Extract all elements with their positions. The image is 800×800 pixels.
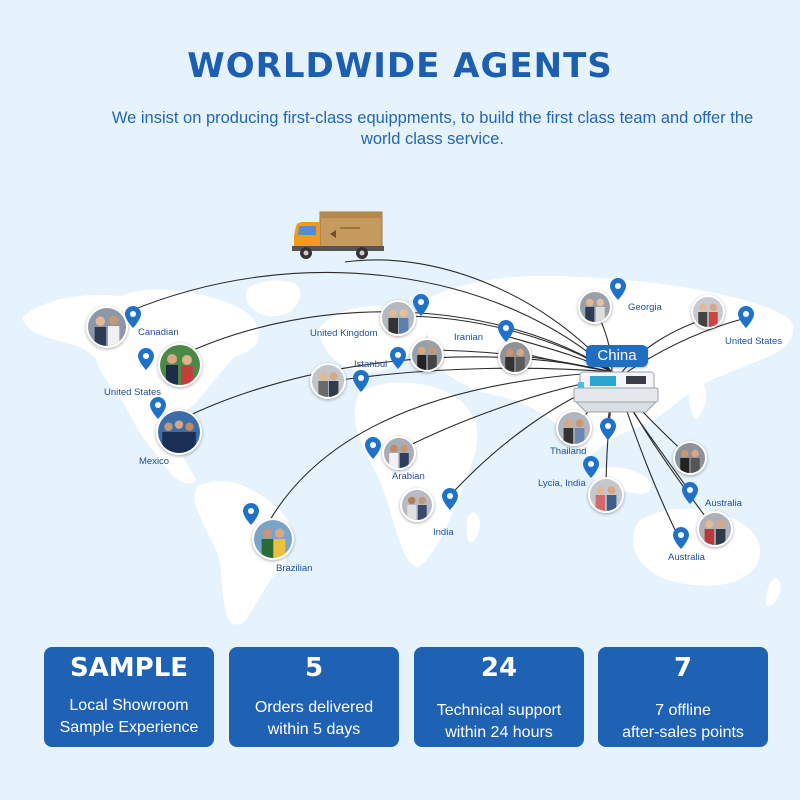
agent-photo xyxy=(588,477,624,513)
agent-photo xyxy=(310,363,346,399)
location-pin-icon[interactable] xyxy=(442,488,458,510)
location-label-mexico: Mexico xyxy=(139,456,170,467)
hub-label-china: China xyxy=(586,345,648,367)
location-label-istanbul: Istanbul xyxy=(354,359,388,370)
location-pin-icon[interactable] xyxy=(610,278,626,300)
agent-photo xyxy=(380,300,416,336)
agent-photo xyxy=(410,338,444,372)
location-pin-icon[interactable] xyxy=(682,482,698,504)
stat-card-sample: SAMPLE Local Showroom Sample Experience xyxy=(44,647,214,747)
stat-desc-line1: Technical support xyxy=(436,702,562,719)
stat-card-support: 24 Technical support within 24 hours xyxy=(414,647,584,747)
location-pin-icon[interactable] xyxy=(150,397,166,419)
arc-mexico xyxy=(179,356,613,421)
agent-photo xyxy=(158,343,202,387)
location-label-united-states-east: United States xyxy=(725,336,783,347)
arc-canadian xyxy=(127,271,613,373)
location-pin-icon[interactable] xyxy=(243,503,259,525)
continent-greenland xyxy=(246,280,301,317)
stat-card-after-sales: 7 7 offline after-sales points xyxy=(598,647,768,747)
location-pin-icon[interactable] xyxy=(583,456,599,478)
continent-australia xyxy=(633,508,761,586)
location-label-australia-east: Australia xyxy=(705,498,742,509)
continent-north-america xyxy=(22,289,259,484)
location-pin-icon[interactable] xyxy=(125,306,141,328)
location-label-iranian: Iranian xyxy=(454,332,484,343)
location-pin-icon[interactable] xyxy=(673,527,689,549)
agent-photo xyxy=(252,518,294,560)
location-pin-icon[interactable] xyxy=(498,320,514,342)
location-label-thailand: Thailand xyxy=(550,446,587,457)
stat-desc-line1: 7 offline xyxy=(655,702,711,719)
location-pin-icon[interactable] xyxy=(390,347,406,369)
stat-desc-line1: Local Showroom xyxy=(69,697,189,714)
agent-photo xyxy=(498,340,532,374)
stat-value: 24 xyxy=(480,653,518,683)
stat-value: 5 xyxy=(304,653,324,683)
island-new-zealand xyxy=(766,578,781,607)
location-label-arabian: Arabian xyxy=(392,471,425,482)
stat-card-delivery: 5 Orders delivered within 5 days xyxy=(229,647,399,747)
agent-photo xyxy=(156,409,202,455)
stat-desc-line2: after-sales points xyxy=(622,724,744,741)
stat-desc-line2: within 5 days xyxy=(267,721,361,738)
page-title: WORLDWIDE AGENTS xyxy=(187,46,613,86)
stat-value: 7 xyxy=(673,653,693,683)
location-pin-icon[interactable] xyxy=(138,348,154,370)
location-label-united-kingdom: United Kingdom xyxy=(310,328,378,339)
agent-photo xyxy=(578,290,612,324)
location-pin-icon[interactable] xyxy=(365,437,381,459)
island-japan xyxy=(689,382,707,420)
agent-photo xyxy=(382,436,416,470)
location-pin-icon[interactable] xyxy=(600,418,616,440)
stat-value: SAMPLE xyxy=(69,653,189,683)
agent-photo xyxy=(556,410,592,446)
location-label-australia-south: Australia xyxy=(668,552,705,563)
location-label-lycia-india: Lycia, India xyxy=(538,478,586,489)
stat-desc-line2: Sample Experience xyxy=(59,719,199,736)
location-label-canadian: Canadian xyxy=(138,327,179,338)
location-label-india: India xyxy=(433,527,454,538)
agent-photo xyxy=(86,306,128,348)
arc-truck xyxy=(344,259,613,373)
agent-photo xyxy=(691,295,725,329)
location-label-georgia: Georgia xyxy=(628,302,662,313)
location-label-united-states-west: United States xyxy=(104,387,162,398)
location-label-brazilian: Brazilian xyxy=(276,563,313,574)
location-pin-icon[interactable] xyxy=(353,370,369,392)
agent-photo xyxy=(697,511,733,547)
arc-istanbul xyxy=(339,367,613,381)
location-pin-icon[interactable] xyxy=(413,294,429,316)
printer-machine-icon xyxy=(573,371,659,413)
arc-brazilian xyxy=(269,371,613,521)
stat-desc-line2: within 24 hours xyxy=(445,724,553,741)
page-subtitle: We insist on producing first-class equip… xyxy=(111,109,754,148)
islands-southeast-asia xyxy=(593,467,652,494)
arc-iranian xyxy=(505,335,613,373)
delivery-truck-icon xyxy=(292,211,384,259)
agent-photo xyxy=(673,441,707,475)
agent-photo xyxy=(400,488,434,522)
location-pin-icon[interactable] xyxy=(738,306,754,328)
continent-south-america xyxy=(194,481,293,625)
island-madagascar xyxy=(466,512,480,543)
stat-desc-line1: Orders delivered xyxy=(254,699,374,716)
